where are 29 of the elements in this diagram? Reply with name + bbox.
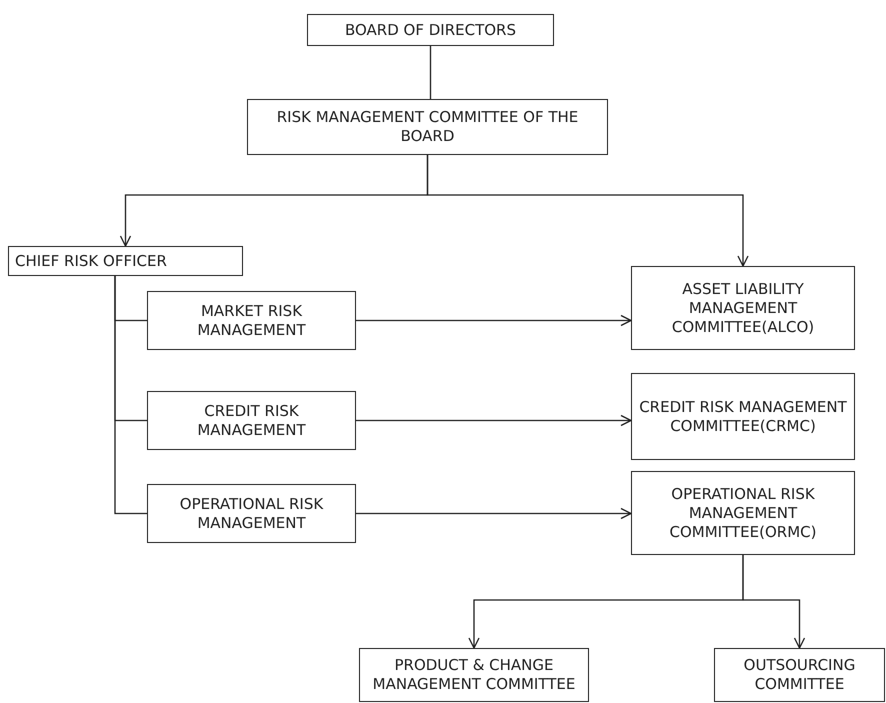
org-box — [359, 648, 589, 702]
box-label: ASSET LIABILITY MANAGEMENT COMMITTEE(ALCO) — [670, 280, 816, 336]
arrow — [356, 314, 632, 326]
box-label: CREDIT RISK MANAGEMENT — [196, 402, 307, 440]
box-label: OUTSOURCING COMMITTEE — [742, 656, 856, 694]
org-box — [147, 291, 356, 350]
org-box — [631, 373, 855, 460]
arrow — [356, 508, 632, 520]
box-label: RISK MANAGEMENT COMMITTEE OF THE BOARD — [276, 108, 580, 146]
org-box — [247, 99, 608, 155]
org-box — [147, 391, 356, 450]
box-label: CREDIT RISK MANAGEMENT COMMITTEE(CRMC) — [638, 398, 848, 436]
box-label: CHIEF RISK OFFICER — [15, 252, 167, 270]
box-label: OPERATIONAL RISK MANAGEMENT — [178, 494, 324, 532]
box-label: BOARD OF DIRECTORS — [344, 20, 516, 40]
box-label: PRODUCT & CHANGE MANAGEMENT COMMITTEE — [372, 656, 576, 694]
org-box — [714, 648, 885, 702]
connector-line — [430, 46, 432, 99]
box-label: MARKET RISK MANAGEMENT — [196, 302, 307, 340]
org-box — [8, 246, 243, 276]
arrow — [356, 414, 632, 426]
arrow — [426, 155, 749, 267]
box-label: OPERATIONAL RISK MANAGEMENT COMMITTEE(ORMC) — [668, 484, 818, 542]
org-box — [631, 471, 855, 555]
org-box — [631, 266, 855, 350]
org-box — [307, 14, 554, 46]
arrow — [742, 555, 806, 649]
connector-line — [114, 276, 147, 514]
org-box — [147, 484, 356, 543]
